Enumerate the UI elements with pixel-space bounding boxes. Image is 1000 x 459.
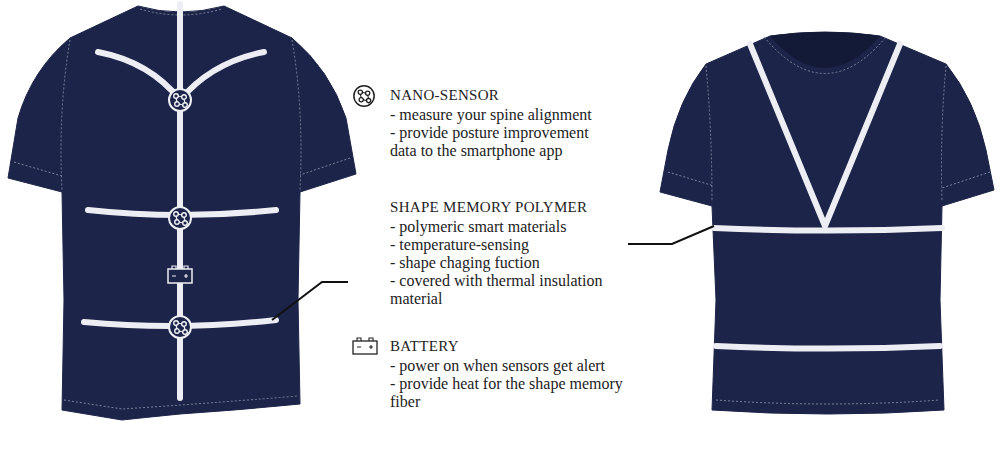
armhole-stitch [61,40,70,190]
feature-text: - provide heat for the shape memory fibe… [390,375,652,411]
collar-stitch [764,37,886,74]
feature-text: - temperature-sensing [390,236,652,254]
sleeve-stitch [942,172,990,188]
leader-line [628,226,714,244]
front-shirt [660,32,994,414]
feature-text: - shape chaging fuction [390,254,652,272]
neck-opening [770,32,880,68]
nano-sensor-icon [169,89,191,111]
sleeve-stitch [300,158,350,175]
battery-symbol [168,269,192,283]
sleeve-stitch [14,162,62,176]
sleeve-stitch [668,172,714,186]
hem-stitch [716,400,940,404]
shirt-body [660,32,994,414]
feature-text: - power on when sensors get alert [390,357,652,375]
polymer-band [180,52,264,100]
section-heading: BATTERY [390,337,459,355]
section-heading: NANO-SENSOR [390,86,499,104]
nano-sensor-icon [169,207,191,229]
battery-symbol-marks [172,266,188,278]
leader-line [272,282,348,320]
polymer-band [98,52,180,100]
back-shirt [8,4,356,420]
polymer-band [714,228,942,231]
section-heading: SHAPE MEMORY POLYMER [390,198,587,216]
feature-text: - polymeric smart materials [390,218,652,236]
armhole-stitch [942,66,947,202]
feature-text: - provide posture improvement data to th… [390,124,612,160]
nano-sensor-icon [354,86,374,106]
polymer-band [716,346,940,349]
feature-text: - measure your spine alignment [390,106,652,124]
battery-symbol [353,341,377,354]
feature-text: - covered with thermal insulation materi… [390,272,630,308]
armhole-stitch [292,40,301,190]
nano-sensor-icon [169,316,191,338]
polymer-band [750,44,900,226]
battery-symbol-marks [357,338,373,349]
armhole-stitch [706,66,712,202]
